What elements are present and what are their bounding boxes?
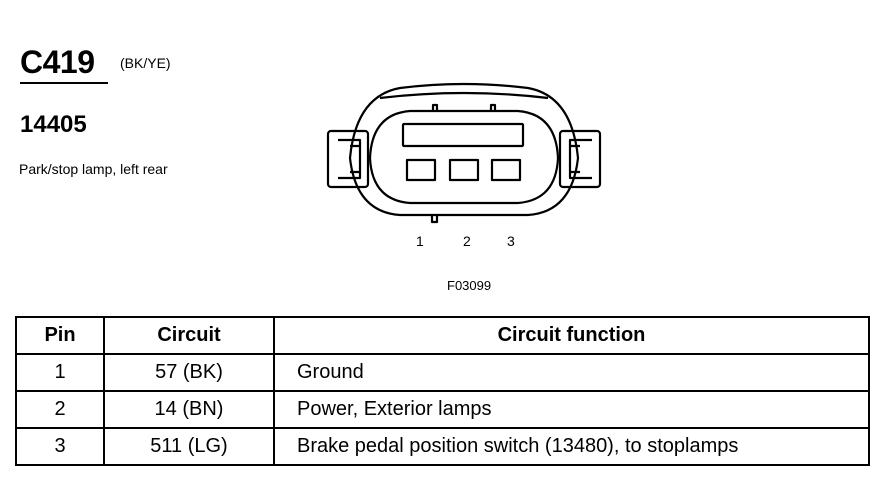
connector-id-underline	[20, 82, 108, 84]
part-number: 14405	[20, 111, 87, 138]
function-cell: Brake pedal position switch (13480), to …	[273, 427, 870, 466]
connector-housing	[348, 82, 580, 217]
table-header-row: Pin Circuit Circuit function	[15, 316, 870, 355]
figure-code: F03099	[447, 278, 492, 293]
pin-cell: 2	[15, 390, 105, 429]
terminal-cavity-2	[448, 158, 480, 182]
table-row: 1 57 (BK) Ground	[15, 353, 870, 392]
connector-face-diagram	[326, 82, 602, 224]
header-circuit-function: Circuit function	[273, 316, 870, 355]
header-circuit: Circuit	[103, 316, 275, 355]
terminal-cavity-1	[405, 158, 437, 182]
pin-label-2: 2	[463, 233, 471, 249]
table-row: 2 14 (BN) Power, Exterior lamps	[15, 390, 870, 429]
circuit-cell: 14 (BN)	[103, 390, 275, 429]
connector-description: Park/stop lamp, left rear	[19, 161, 168, 177]
right-latch	[558, 129, 602, 189]
terminal-slot-long	[401, 122, 525, 148]
function-cell: Ground	[273, 353, 870, 392]
pin-cell: 1	[15, 353, 105, 392]
connector-cavity	[368, 109, 560, 205]
connector-id: C419	[20, 44, 95, 80]
function-cell: Power, Exterior lamps	[273, 390, 870, 429]
connector-color-code: (BK/YE)	[120, 55, 171, 71]
circuit-cell: 511 (LG)	[103, 427, 275, 466]
terminal-cavity-3	[490, 158, 522, 182]
pinout-table: Pin Circuit Circuit function 1 57 (BK) G…	[15, 316, 870, 466]
pin-label-3: 3	[507, 233, 515, 249]
table-row: 3 511 (LG) Brake pedal position switch (…	[15, 427, 870, 466]
pin-label-1: 1	[416, 233, 424, 249]
pin-cell: 3	[15, 427, 105, 466]
circuit-cell: 57 (BK)	[103, 353, 275, 392]
header-pin: Pin	[15, 316, 105, 355]
bottom-key	[430, 215, 439, 224]
left-latch	[326, 129, 370, 189]
